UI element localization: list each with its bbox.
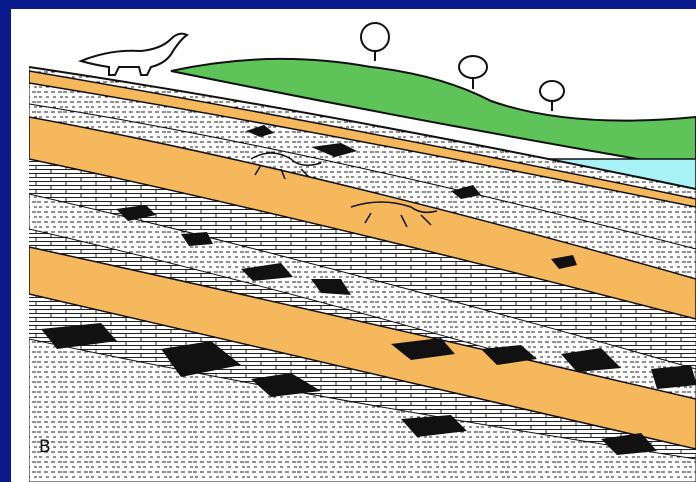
fossil-icon: [651, 365, 696, 389]
panel-label: B: [39, 437, 52, 457]
tree-icon: [459, 56, 487, 89]
figure-frame: B: [11, 9, 696, 482]
tree-icon: [540, 81, 564, 111]
stratigraphy-diagram: [11, 9, 696, 482]
dinosaur-icon: [81, 34, 187, 75]
tree-icon: [361, 23, 389, 61]
